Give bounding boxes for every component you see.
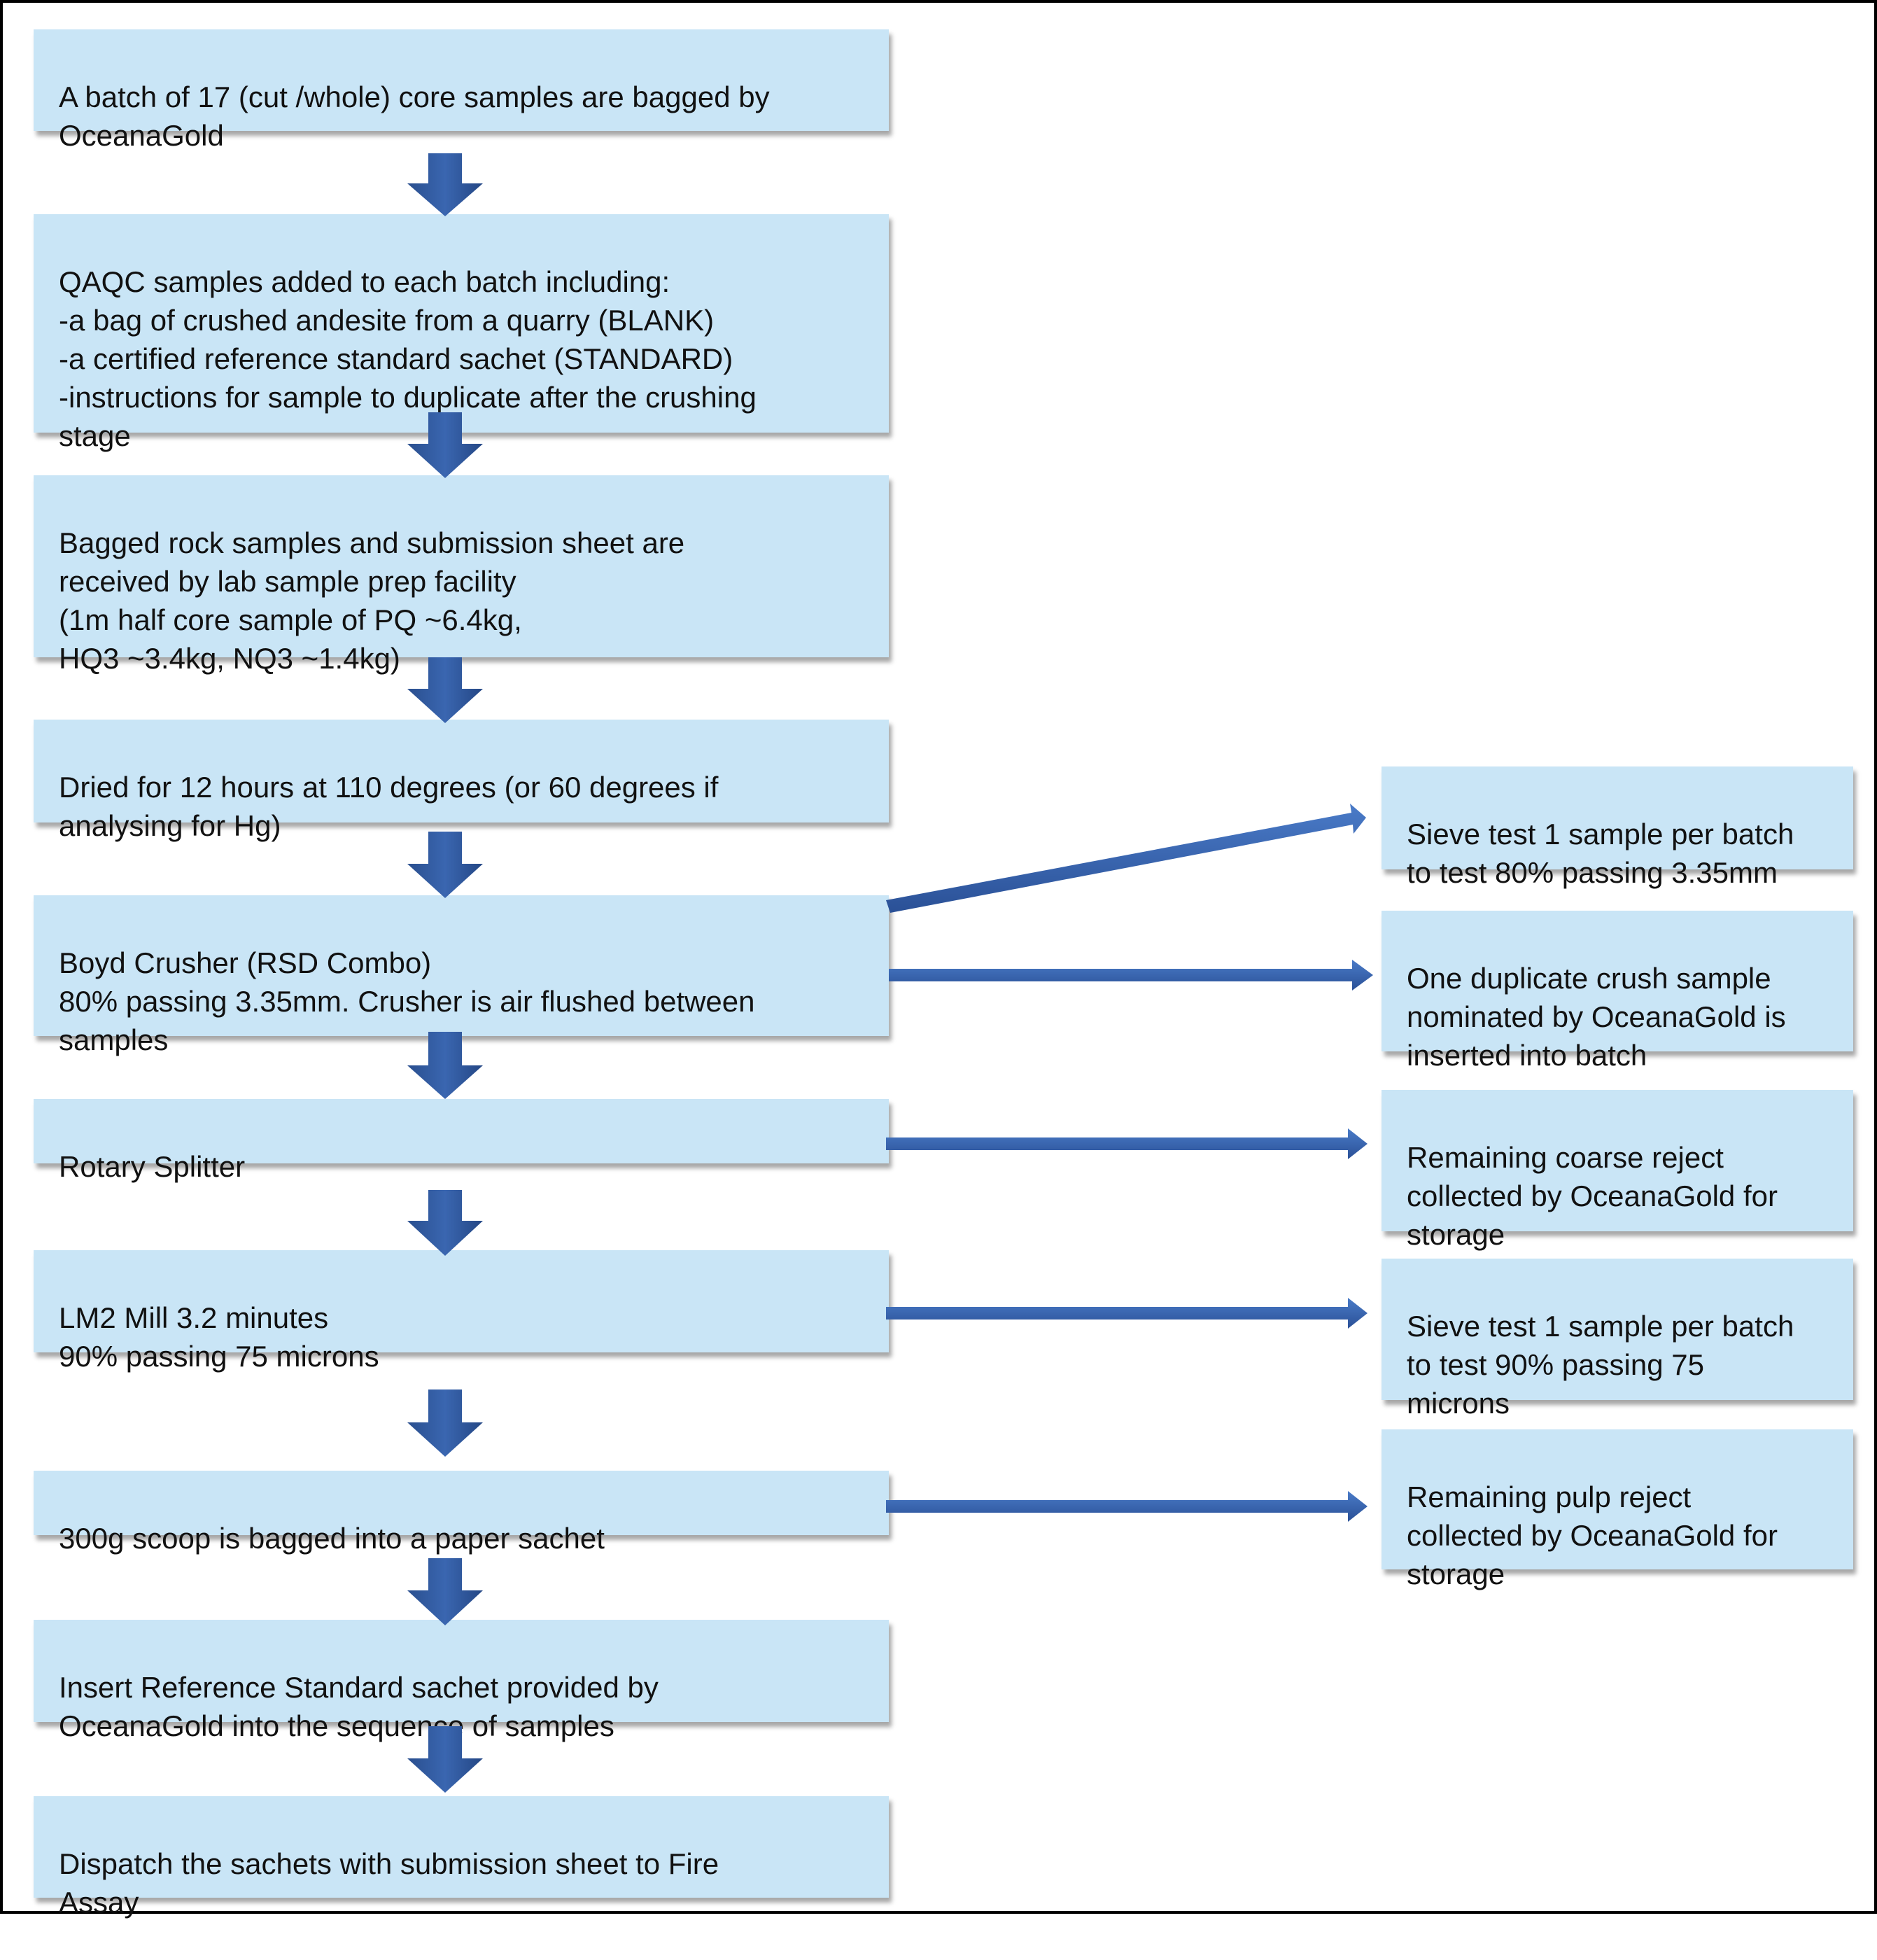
step-5-text: Boyd Crusher (RSD Combo) 80% passing 3.3… (59, 946, 755, 1056)
side-arrow-1 (886, 804, 1366, 913)
down-arrow-8 (407, 1558, 483, 1625)
step-4-drying: Dried for 12 hours at 110 degrees (or 60… (34, 720, 889, 842)
down-arrow-7 (407, 1390, 483, 1457)
step-5-crusher: Boyd Crusher (RSD Combo) 80% passing 3.3… (34, 895, 889, 1056)
side-arrow-4 (886, 1298, 1368, 1329)
down-arrow-6 (407, 1190, 483, 1256)
side-arrow-5 (886, 1491, 1368, 1522)
step-3-received: Bagged rock samples and submission sheet… (34, 475, 889, 675)
side-3-text: Remaining coarse reject collected by Oce… (1407, 1141, 1778, 1251)
side-5-text: Remaining pulp reject collected by Ocean… (1407, 1480, 1778, 1590)
step-8-text: 300g scoop is bagged into a paper sachet (59, 1522, 605, 1555)
step-10-text: Dispatch the sachets with submission she… (59, 1847, 719, 1919)
step-2-text: QAQC samples added to each batch includi… (59, 265, 757, 452)
side-3-coarse-reject: Remaining coarse reject collected by Oce… (1382, 1090, 1853, 1251)
side-2-text: One duplicate crush sample nominated by … (1407, 962, 1786, 1072)
step-3-text: Bagged rock samples and submission sheet… (59, 526, 685, 675)
down-arrow-4 (407, 832, 483, 898)
side-arrow-3 (886, 1128, 1368, 1159)
side-5-pulp-reject: Remaining pulp reject collected by Ocean… (1382, 1429, 1853, 1590)
step-2-qaqc: QAQC samples added to each batch includi… (34, 214, 889, 452)
down-arrow-3 (407, 657, 483, 723)
diagram-frame: A batch of 17 (cut /whole) core samples … (0, 0, 1877, 1919)
step-8-scoop: 300g scoop is bagged into a paper sachet (34, 1471, 889, 1555)
step-9-insert-standard: Insert Reference Standard sachet provide… (34, 1620, 889, 1742)
side-1-sieve-test-crush: Sieve test 1 sample per batch to test 80… (1382, 766, 1853, 889)
down-arrow-5 (407, 1032, 483, 1099)
side-4-text: Sieve test 1 sample per batch to test 90… (1407, 1310, 1794, 1420)
down-arrow-1 (407, 153, 483, 216)
step-10-dispatch: Dispatch the sachets with submission she… (34, 1796, 889, 1919)
step-7-text: LM2 Mill 3.2 minutes 90% passing 75 micr… (59, 1301, 379, 1373)
step-1-bagging: A batch of 17 (cut /whole) core samples … (34, 29, 889, 152)
side-2-duplicate-crush: One duplicate crush sample nominated by … (1382, 911, 1853, 1072)
step-6-splitter: Rotary Splitter (34, 1099, 889, 1183)
side-arrow-2 (889, 960, 1373, 990)
step-7-mill: LM2 Mill 3.2 minutes 90% passing 75 micr… (34, 1250, 889, 1373)
side-1-text: Sieve test 1 sample per batch to test 80… (1407, 818, 1794, 889)
side-4-sieve-test-mill: Sieve test 1 sample per batch to test 90… (1382, 1259, 1853, 1420)
step-6-text: Rotary Splitter (59, 1150, 246, 1183)
down-arrow-9 (407, 1726, 483, 1793)
arrows-layer (407, 153, 1373, 1793)
down-arrow-2 (407, 412, 483, 478)
step-1-text: A batch of 17 (cut /whole) core samples … (59, 80, 770, 152)
step-4-text: Dried for 12 hours at 110 degrees (or 60… (59, 771, 719, 842)
step-9-text: Insert Reference Standard sachet provide… (59, 1671, 659, 1742)
